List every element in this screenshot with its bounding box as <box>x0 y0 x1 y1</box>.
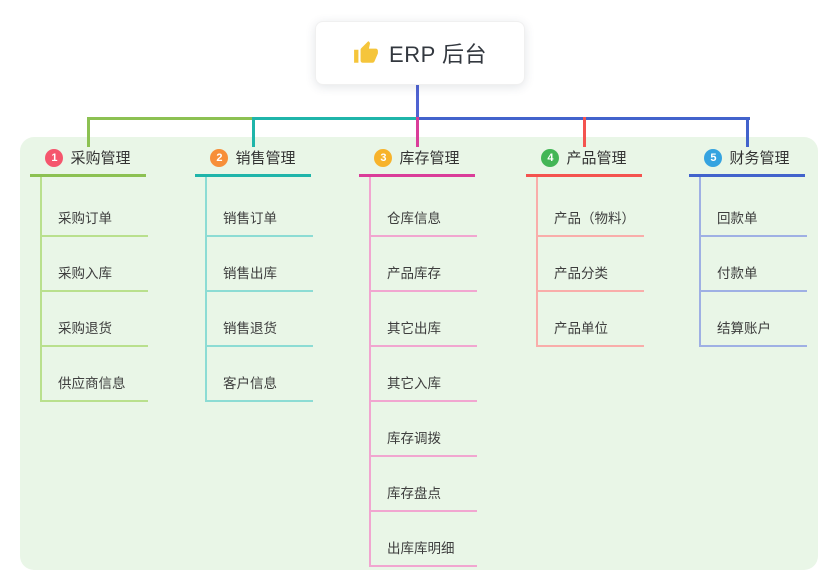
child-node[interactable]: 销售出库 <box>207 237 313 292</box>
child-node[interactable]: 产品库存 <box>371 237 477 292</box>
child-node[interactable]: 采购订单 <box>42 182 148 237</box>
connector-vline <box>416 117 419 147</box>
child-node[interactable]: 采购退货 <box>42 292 148 347</box>
connector-vline <box>87 117 90 147</box>
branch-badge: 3 <box>374 148 393 167</box>
child-node[interactable]: 销售订单 <box>207 182 313 237</box>
child-node[interactable]: 产品单位 <box>538 292 644 347</box>
child-node[interactable]: 产品（物料） <box>538 182 644 237</box>
branch-children: 销售订单销售出库销售退货客户信息 <box>205 177 313 402</box>
connector-vline <box>416 83 419 120</box>
branch-children: 回款单付款单结算账户 <box>699 177 807 347</box>
child-node[interactable]: 出库库明细 <box>371 512 477 567</box>
branch-badge: 4 <box>541 148 560 167</box>
branch-header[interactable]: 3 库存管理 <box>359 141 475 177</box>
connector-hline <box>253 117 417 120</box>
branch-label: 采购管理 <box>70 150 131 167</box>
root-title: ERP 后台 <box>389 42 487 67</box>
branch-label: 产品管理 <box>566 150 627 167</box>
root-node[interactable]: ERP 后台 <box>315 21 525 85</box>
child-node[interactable]: 仓库信息 <box>371 182 477 237</box>
child-node[interactable]: 客户信息 <box>207 347 313 402</box>
branch-children: 产品（物料）产品分类产品单位 <box>536 177 644 347</box>
branch-children: 仓库信息产品库存其它出库其它入库库存调拨库存盘点出库库明细 <box>369 177 477 567</box>
thumbs-up-icon <box>354 41 378 63</box>
connector-vline <box>746 117 749 147</box>
branch: 2 销售管理 销售订单销售出库销售退货客户信息 <box>195 141 313 402</box>
branch-label: 库存管理 <box>399 150 460 167</box>
child-node[interactable]: 库存盘点 <box>371 457 477 512</box>
branch-children: 采购订单采购入库采购退货供应商信息 <box>40 177 148 402</box>
branch-header[interactable]: 1 采购管理 <box>30 141 146 177</box>
child-node[interactable]: 其它入库 <box>371 347 477 402</box>
mindmap-panel <box>20 137 818 570</box>
child-node[interactable]: 产品分类 <box>538 237 644 292</box>
child-node[interactable]: 回款单 <box>701 182 807 237</box>
child-node[interactable]: 采购入库 <box>42 237 148 292</box>
branch-badge: 2 <box>210 148 229 167</box>
child-node[interactable]: 结算账户 <box>701 292 807 347</box>
branch: 4 产品管理 产品（物料）产品分类产品单位 <box>526 141 644 347</box>
connector-hline <box>88 117 253 120</box>
child-node[interactable]: 销售退货 <box>207 292 313 347</box>
branch: 3 库存管理 仓库信息产品库存其它出库其它入库库存调拨库存盘点出库库明细 <box>359 141 477 567</box>
branch-badge: 1 <box>45 148 64 167</box>
child-node[interactable]: 库存调拨 <box>371 402 477 457</box>
branch-label: 财务管理 <box>729 150 790 167</box>
connector-vline <box>252 117 255 147</box>
branch-header[interactable]: 5 财务管理 <box>689 141 805 177</box>
child-node[interactable]: 其它出库 <box>371 292 477 347</box>
child-node[interactable]: 付款单 <box>701 237 807 292</box>
connector-vline <box>583 117 586 147</box>
branch-header[interactable]: 4 产品管理 <box>526 141 642 177</box>
child-node[interactable]: 供应商信息 <box>42 347 148 402</box>
branch: 1 采购管理 采购订单采购入库采购退货供应商信息 <box>30 141 148 402</box>
branch: 5 财务管理 回款单付款单结算账户 <box>689 141 807 347</box>
branch-badge: 5 <box>704 148 723 167</box>
branch-label: 销售管理 <box>235 150 296 167</box>
branch-header[interactable]: 2 销售管理 <box>195 141 311 177</box>
